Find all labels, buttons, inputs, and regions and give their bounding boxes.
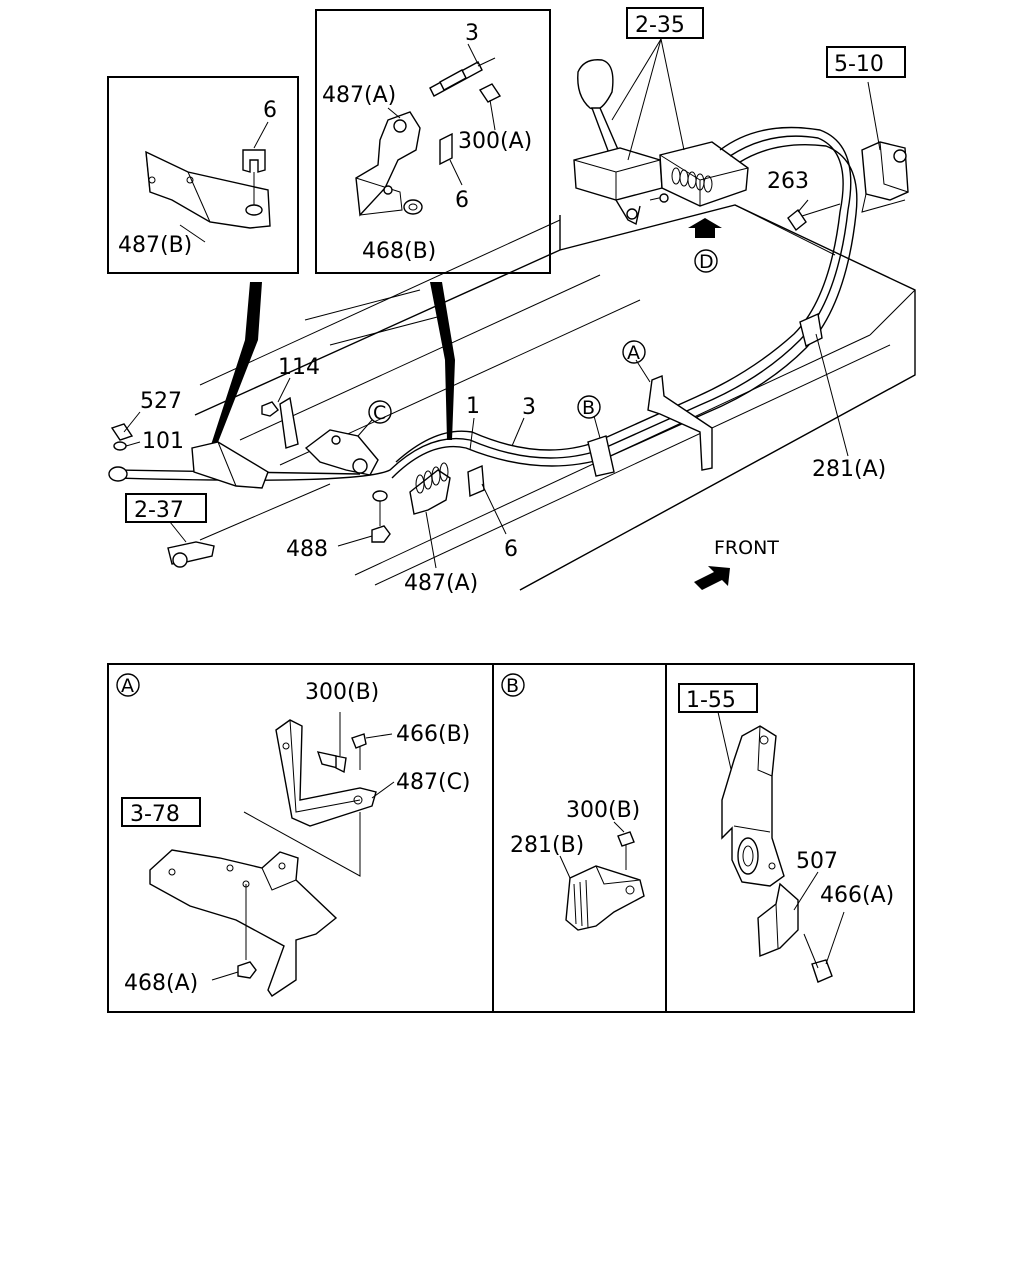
clip-281b <box>565 865 645 931</box>
detail-panel-frame <box>107 663 915 1013</box>
inset-487b-label-6: 6 <box>263 98 277 123</box>
inset-487a-label-3: 3 <box>465 21 479 46</box>
bolt-300b-b-icon <box>617 831 635 847</box>
detail-a-label-300b: 300(B) <box>305 680 379 705</box>
front-arrow-icon <box>694 566 730 590</box>
front-label: FRONT <box>714 537 779 559</box>
clip-6-icon <box>242 149 266 173</box>
bolt-527-icon <box>110 423 134 441</box>
ref-2-35-label: 2-35 <box>635 13 685 38</box>
ref-2-35 <box>626 7 704 39</box>
inset-487a-label-487a: 487(A) <box>322 83 396 108</box>
inset-487a-label-6: 6 <box>455 188 469 213</box>
detail-b-marker-label: B <box>506 675 519 697</box>
label-527: 527 <box>140 389 182 414</box>
inset-487a-label-468b: 468(B) <box>362 239 436 264</box>
inset-487b-frame <box>107 76 299 274</box>
detail-a-label-468a: 468(A) <box>124 971 198 996</box>
ref-1-55-label: 1-55 <box>686 688 736 713</box>
nut-488-icon <box>371 525 391 543</box>
bolt-466a-icon <box>811 959 833 983</box>
callout-wedge-487a <box>430 282 455 440</box>
marker-c <box>368 400 392 424</box>
label-487a: 487(A) <box>404 571 478 596</box>
label-6: 6 <box>504 537 518 562</box>
washer-101-icon <box>113 441 127 451</box>
bracket-507 <box>757 882 799 958</box>
bolt-300a-icon <box>478 83 502 103</box>
inset-487b-label-487b: 487(B) <box>118 233 192 258</box>
cable-end-left <box>108 466 128 482</box>
callout-wedge-487b <box>210 282 262 450</box>
spring-coil <box>671 167 713 193</box>
view-arrow-d-icon <box>688 218 722 238</box>
ref-5-10-label: 5-10 <box>834 52 884 77</box>
label-114: 114 <box>278 355 320 380</box>
bracket-487a-inset <box>355 111 421 217</box>
bracket-487b-main <box>191 441 269 489</box>
detail-a-label-487c: 487(C) <box>396 770 471 795</box>
detail-c-label-507: 507 <box>796 849 838 874</box>
marker-a <box>622 340 646 364</box>
bolt-300b-a-icon <box>316 751 339 769</box>
clip-6-inset-icon <box>439 132 453 166</box>
marker-c-label: C <box>373 402 386 424</box>
label-101: 101 <box>142 429 184 454</box>
lever-mount-1-55 <box>721 725 785 887</box>
detail-b: B 300(B) 281(B) <box>501 673 645 931</box>
detail-a-label-466b: 466(B) <box>396 722 470 747</box>
label-3: 3 <box>522 395 536 420</box>
shift-lever-assembly <box>573 38 749 226</box>
label-263: 263 <box>767 169 809 194</box>
nut-468a-icon <box>237 961 257 979</box>
inset-487a-label-300a: 300(A) <box>458 129 532 154</box>
bolt-466b-icon <box>351 733 367 749</box>
bolt-263-icon <box>787 208 807 232</box>
ref-2-37 <box>125 493 207 523</box>
spring-main <box>415 462 449 494</box>
label-1: 1 <box>466 394 480 419</box>
detail-c-label-466a: 466(A) <box>820 883 894 908</box>
detail-a-marker-label: A <box>121 675 134 697</box>
ref-2-37-label: 2-37 <box>134 498 184 523</box>
ref-5-10 <box>826 46 906 78</box>
clip-b-main <box>587 435 615 477</box>
clip-6-main-icon <box>467 464 485 498</box>
bracket-5-10 <box>861 81 909 213</box>
detail-c: 1-55 507 466(A) <box>678 683 894 983</box>
ref-3-78 <box>121 797 201 827</box>
marker-b <box>577 395 601 419</box>
shift-knob <box>577 59 614 111</box>
marker-d <box>694 249 718 273</box>
clip-281a-icon <box>799 312 823 348</box>
inset-487a: 3 487(A) 300(A) 6 468(B) <box>315 9 551 274</box>
marker-b-label: B <box>582 397 595 419</box>
crossmember-3-78 <box>149 849 338 997</box>
marker-d-label: D <box>699 251 714 273</box>
bracket-487c <box>275 719 377 827</box>
shift-boot-base <box>573 147 663 201</box>
bracket-487a-main <box>409 469 451 515</box>
inset-487a-frame <box>315 9 551 274</box>
cable-end-housing <box>659 141 749 207</box>
detail-b-marker <box>501 673 525 697</box>
detail-a-marker <box>116 673 140 697</box>
nut-114-icon <box>261 401 279 417</box>
label-488: 488 <box>286 537 328 562</box>
label-281a: 281(A) <box>812 457 886 482</box>
inset-487b: 6 487(B) <box>107 76 299 274</box>
detail-b-label-300b: 300(B) <box>566 798 640 823</box>
marker-a-label: A <box>627 342 640 364</box>
bracket-487b <box>145 150 271 229</box>
ref-3-78-label: 3-78 <box>130 802 180 827</box>
detail-a: A 300(B) 466(B) 487(C) 3-78 468(A) <box>116 673 471 997</box>
detail-b-label-281b: 281(B) <box>510 833 584 858</box>
bracket-a-main <box>647 375 713 471</box>
nut-468b-icon <box>403 199 423 215</box>
floor-panel-outline <box>194 204 916 591</box>
